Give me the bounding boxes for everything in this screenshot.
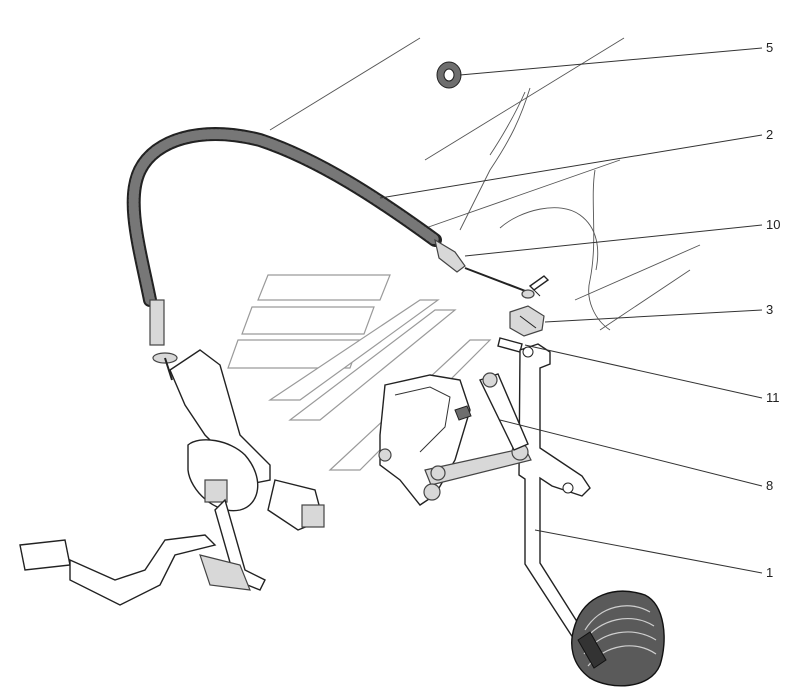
callout-10: 10 — [766, 217, 780, 232]
callout-5: 5 — [766, 40, 773, 55]
callout-labels: 5 2 10 3 11 8 1 — [766, 40, 780, 580]
callout-1: 1 — [766, 565, 773, 580]
callout-2: 2 — [766, 127, 773, 142]
callout-11: 11 — [766, 390, 780, 405]
pedal-bracket-assembly — [378, 372, 532, 506]
clip-part-10 — [528, 275, 550, 297]
pedal-pad — [571, 590, 665, 687]
callout-3: 3 — [766, 302, 773, 317]
callout-8: 8 — [766, 478, 773, 493]
pin-part-11 — [497, 337, 523, 353]
release-linkage — [19, 349, 325, 606]
grommet-part-5 — [436, 61, 462, 89]
callout-leaders — [379, 47, 763, 574]
pedal-lever-part-1 — [518, 343, 601, 665]
watermark-logo — [227, 274, 492, 471]
vehicle-body-outline — [269, 37, 701, 331]
clevis-part-3 — [509, 305, 545, 337]
clutch-cable — [126, 127, 535, 364]
